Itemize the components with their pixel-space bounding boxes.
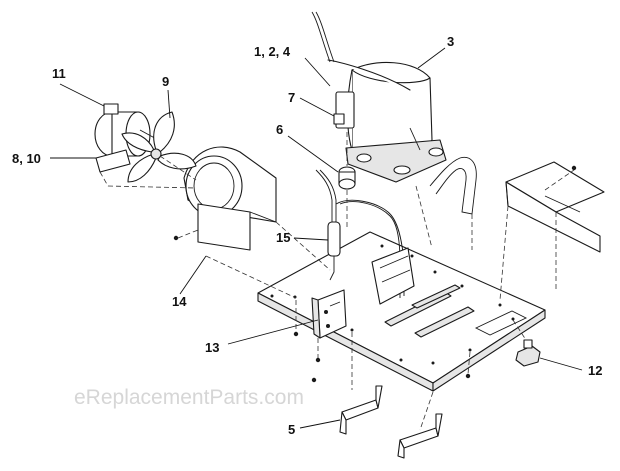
return-tube: [429, 156, 477, 215]
callout-11: 11: [52, 66, 66, 81]
callout-12: 12: [588, 363, 602, 378]
callout-1-2-4: 1, 2, 4: [254, 44, 291, 59]
watermark-text: eReplacementParts.com: [74, 386, 304, 409]
callout-13: 13: [205, 340, 219, 355]
callouts: 11 8, 10 9 1, 2, 4 3 7 6 15 14 13 12 5: [12, 34, 602, 437]
fan-shroud: [183, 146, 277, 251]
mounting-bracket-left: [339, 385, 383, 435]
control-board: [311, 289, 347, 339]
grommet: [338, 166, 356, 190]
overload-clip: [333, 113, 345, 125]
base-plate: [257, 231, 546, 392]
fan-blade: [121, 111, 197, 183]
leveling-foot: [515, 339, 541, 367]
callout-9: 9: [162, 74, 169, 89]
callout-15: 15: [276, 230, 290, 245]
callout-7: 7: [288, 90, 295, 105]
callout-5: 5: [288, 422, 295, 437]
callout-14: 14: [172, 294, 187, 309]
compressor: [311, 11, 447, 183]
side-panel: [505, 161, 605, 253]
screws: [173, 165, 577, 383]
callout-8-10: 8, 10: [12, 151, 41, 166]
callout-3: 3: [447, 34, 454, 49]
condenser-coil: [371, 247, 415, 305]
callout-6: 6: [276, 122, 283, 137]
mounting-bracket-right: [397, 413, 443, 459]
assembly-lines: [99, 132, 575, 431]
leader-lines: [50, 47, 583, 429]
